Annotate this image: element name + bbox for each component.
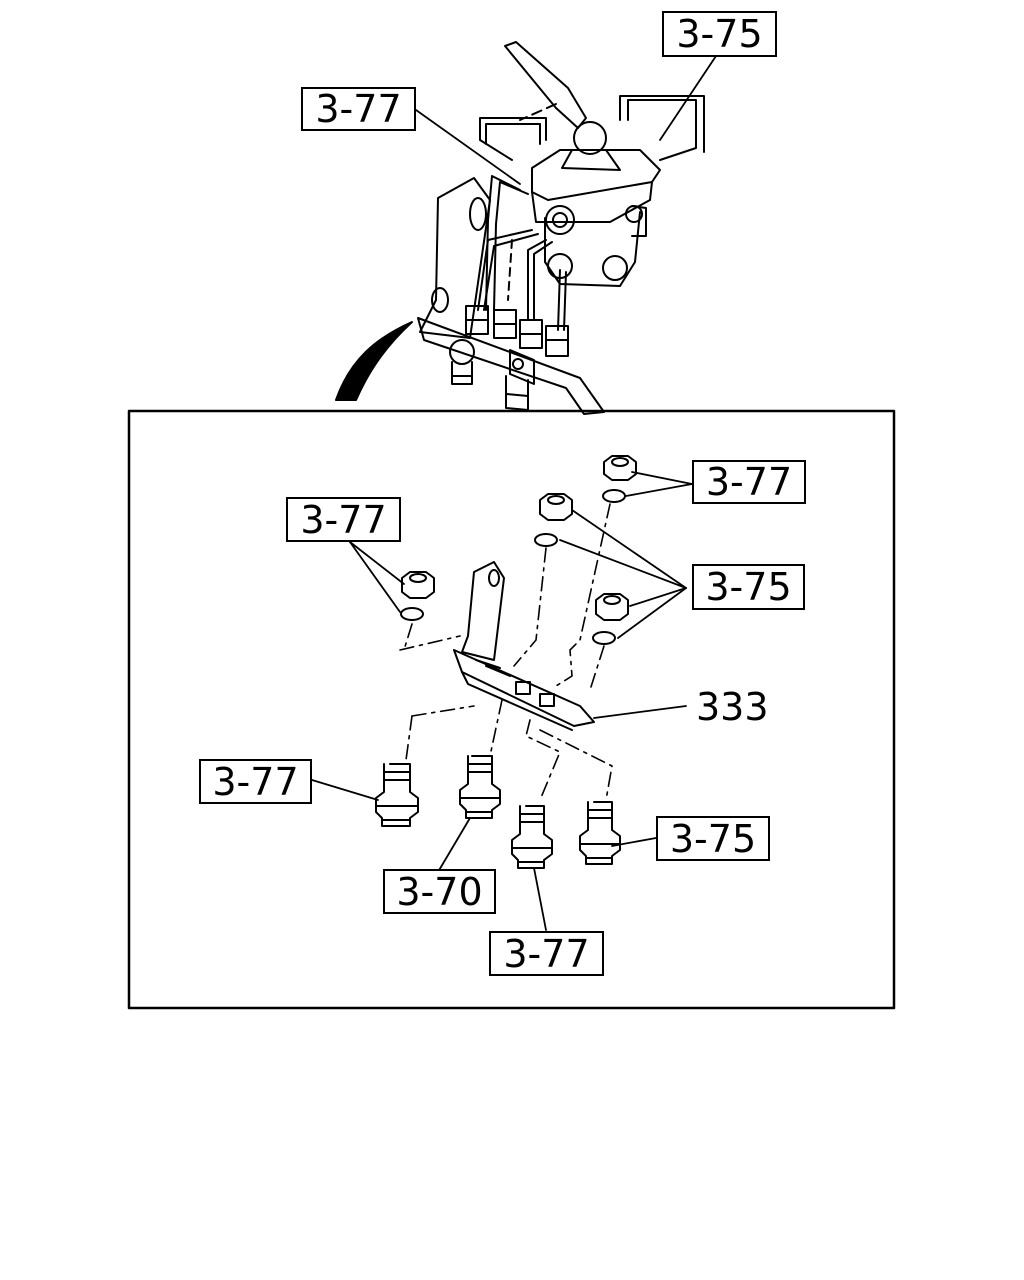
assembly-dash-lines: [399, 503, 613, 801]
callout-333: 333: [696, 685, 769, 729]
bracket-333: [453, 561, 595, 731]
valve-assembly-illustration: [417, 41, 705, 415]
callout-3-75-top: 3-75: [662, 11, 777, 57]
callout-3-77-detail-bottom: 3-77: [489, 931, 604, 976]
callout-3-70: 3-70: [383, 869, 496, 914]
callout-3-77-detail-upper-right: 3-77: [692, 460, 806, 504]
callout-3-75-detail-lower-right: 3-75: [656, 816, 770, 861]
detail-pointer-arrow: [335, 321, 413, 401]
leader-lines: [311, 55, 717, 931]
callout-3-77-detail-upper-left: 3-77: [286, 497, 401, 542]
callout-3-77-top: 3-77: [301, 87, 416, 131]
nipple-fittings: [375, 755, 621, 869]
detail-frame: [127, 409, 896, 1010]
callout-3-75-detail-right: 3-75: [692, 564, 805, 610]
callout-3-77-detail-left: 3-77: [199, 759, 312, 804]
nuts-and-washers: [400, 455, 637, 645]
